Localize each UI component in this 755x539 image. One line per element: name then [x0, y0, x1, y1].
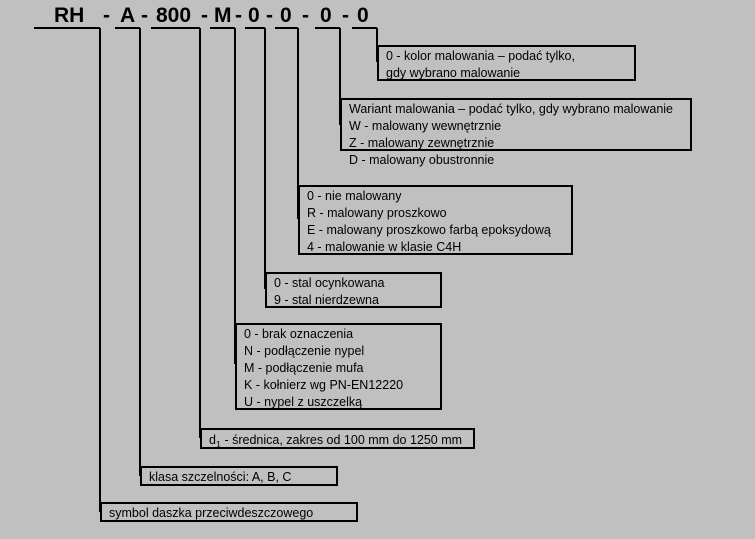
code-part-paint-variant: 0 [320, 4, 332, 27]
code-part-class: A [120, 4, 136, 27]
code-part-rh: RH [54, 4, 85, 27]
box-line: W - malowany wewnętrznie [349, 119, 502, 133]
material-box: 0 - stal ocynkowana 9 - stal nierdzewna [265, 272, 442, 308]
code-sep: - [103, 4, 110, 27]
box-line: d1 - średnica, zakres od 100 mm do 1250 … [209, 432, 473, 449]
tightness-class-box: klasa szczelności: A, B, C [140, 466, 338, 486]
box-line: 9 - stal nierdzewna [274, 293, 379, 307]
box-line: gdy wybrano malowanie [386, 66, 521, 80]
box-line: M - podłączenie mufa [244, 361, 364, 375]
code-sep: - [201, 4, 208, 27]
box-line: 0 - stal ocynkowana [274, 276, 385, 290]
code-part-paint-color: 0 [357, 4, 369, 27]
box-line: klasa szczelności: A, B, C [149, 470, 292, 484]
box-line: R - malowany proszkowo [307, 206, 447, 220]
box-line: 0 - nie malowany [307, 189, 402, 203]
box-line: E - malowany proszkowo farbą epoksydową [307, 223, 551, 237]
code-part-connection: M [214, 4, 232, 27]
box-line: 0 - brak oznaczenia [244, 327, 354, 341]
paint-color-box: 0 - kolor malowania – podać tylko, gdy w… [377, 45, 636, 81]
box-line: 0 - kolor malowania – podać tylko, [386, 49, 575, 63]
code-part-painting: 0 [280, 4, 292, 27]
paint-variant-extra: D - malowany obustronnie [349, 153, 495, 167]
box-line: N - podłączenie nypel [244, 344, 365, 358]
connection-box: 0 - brak oznaczenia N - podłączenie nype… [235, 323, 442, 410]
box-line: K - kołnierz wg PN-EN12220 [244, 378, 404, 392]
code-sep: - [342, 4, 349, 27]
code-sep: - [141, 4, 148, 27]
diameter-symbol: d [209, 433, 216, 447]
box-line: Z - malowany zewnętrznie [349, 136, 495, 150]
code-sep: - [235, 4, 242, 27]
code-part-material: 0 [248, 4, 260, 27]
code-sep: - [266, 4, 273, 27]
box-line: 4 - malowanie w klasie C4H [307, 240, 462, 254]
painting-box: 0 - nie malowany R - malowany proszkowo … [298, 185, 573, 255]
diameter-text: - średnica, zakres od 100 mm do 1250 mm [220, 433, 463, 447]
code-part-diameter: 800 [156, 4, 192, 27]
box-line: symbol daszka przeciwdeszczowego [109, 506, 314, 520]
paint-variant-box: Wariant malowania – podać tylko, gdy wyb… [340, 98, 692, 151]
code-sep: - [302, 4, 309, 27]
box-line: U - nypel z uszczelką [244, 395, 363, 409]
diameter-box: d1 - średnica, zakres od 100 mm do 1250 … [200, 428, 475, 449]
diameter-subscript: 1 [215, 439, 221, 450]
cap-symbol-box: symbol daszka przeciwdeszczowego [100, 502, 358, 522]
box-line: Wariant malowania – podać tylko, gdy wyb… [349, 102, 674, 116]
